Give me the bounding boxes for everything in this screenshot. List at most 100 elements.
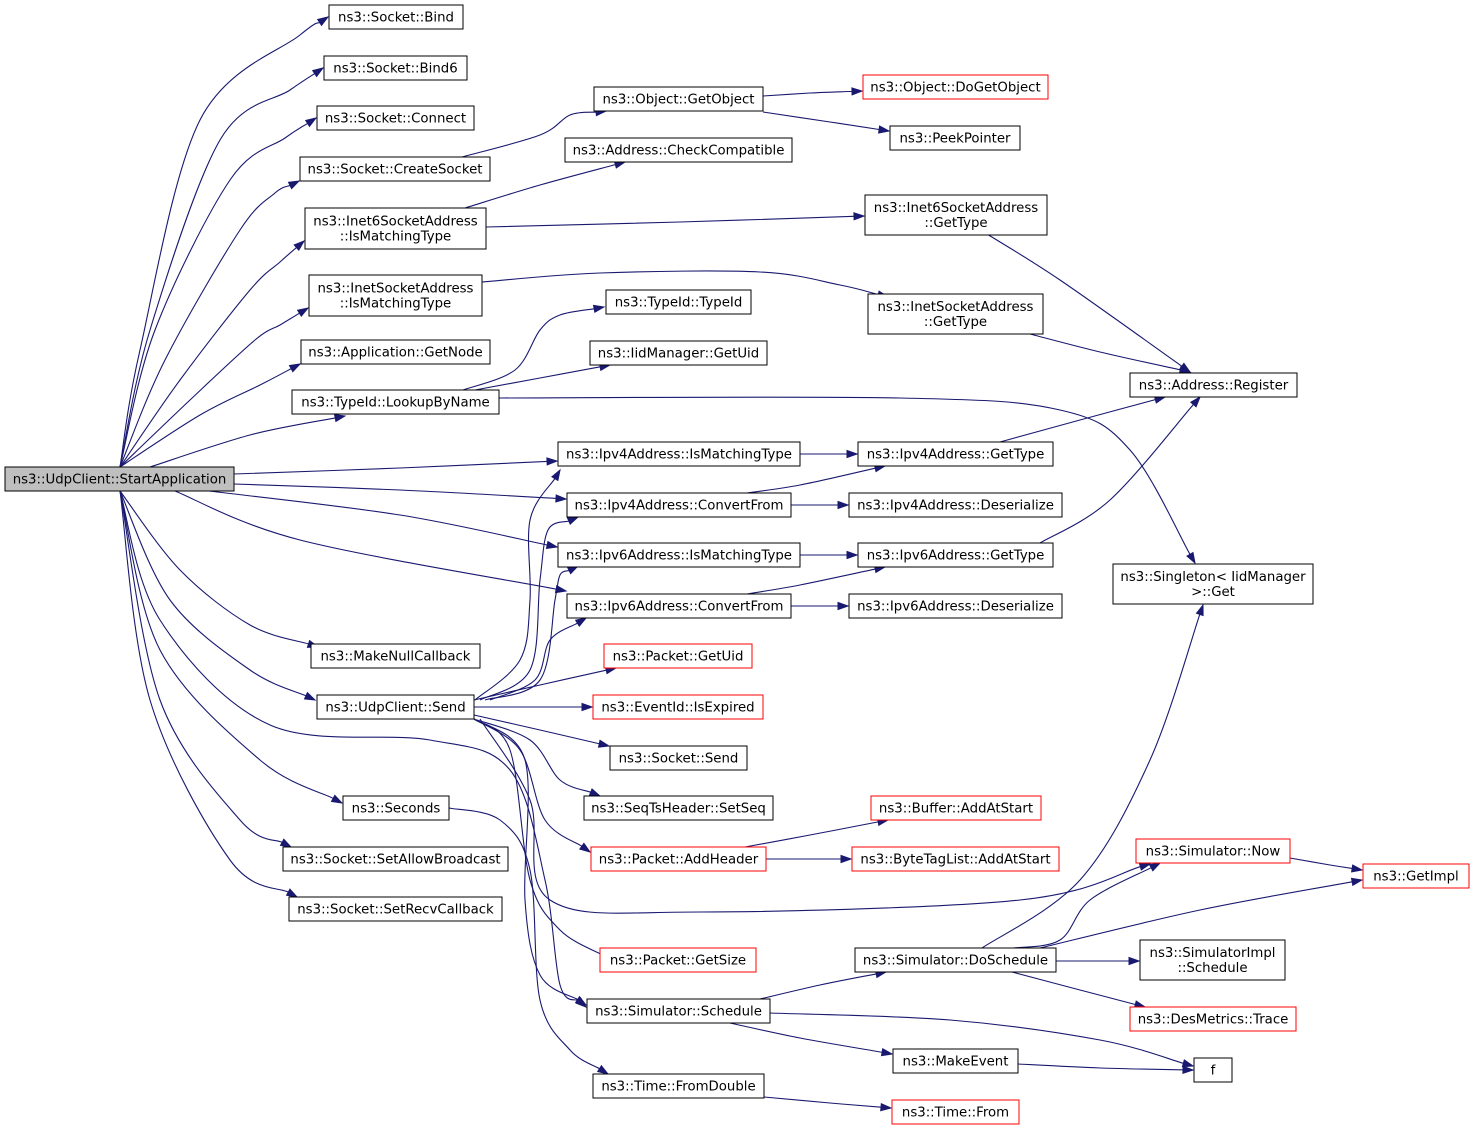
call-edge-simschedule-to-f — [769, 1012, 1195, 1068]
function-node-doschedule[interactable]: ns3::Simulator::DoSchedule — [854, 947, 1057, 973]
node-box — [1139, 939, 1286, 981]
call-edge-udpsend-to-simnow — [479, 718, 1152, 914]
function-node-bind[interactable]: ns3::Socket::Bind — [328, 4, 464, 30]
function-node-btladdatstart[interactable]: ns3::ByteTagList::AddAtStart — [851, 846, 1060, 872]
call-edge-getobject-to-peekpointer — [762, 111, 891, 134]
function-node-setallow[interactable]: ns3::Socket::SetAllowBroadcast — [282, 846, 509, 872]
function-node-peekpointer[interactable]: ns3::PeekPointer — [889, 125, 1021, 151]
call-edge-doschedule-to-singleton — [981, 603, 1204, 949]
call-edge-v6convert-to-v6deser — [791, 601, 850, 611]
function-node-simnow[interactable]: ns3::Simulator::Now — [1135, 838, 1291, 864]
call-edge-udpsend-to-simschedule — [473, 718, 588, 1006]
arrowhead-icon — [1350, 864, 1364, 873]
node-box — [328, 4, 464, 30]
function-node-timefrom[interactable]: ns3::Time::From — [891, 1099, 1020, 1125]
arrowhead-icon — [311, 67, 325, 78]
arrowhead-icon — [1138, 862, 1152, 871]
call-edge-udpsend-to-v4ismatch — [474, 468, 561, 701]
arrowhead-icon — [837, 500, 850, 510]
call-edge-start-to-simschedule — [119, 490, 588, 1008]
function-node-lookup[interactable]: ns3::TypeId::LookupByName — [291, 389, 500, 415]
arrowhead-icon — [851, 87, 864, 96]
function-node-igettype[interactable]: ns3::InetSocketAddress::GetType — [867, 293, 1044, 335]
call-edge-v6ismatch-to-v6gettype — [800, 550, 859, 560]
arrowhead-icon — [574, 617, 588, 628]
function-node-isexpired[interactable]: ns3::EventId::IsExpired — [592, 694, 764, 720]
function-node-v4gettype[interactable]: ns3::Ipv4Address::GetType — [857, 441, 1054, 467]
function-node-register[interactable]: ns3::Address::Register — [1129, 372, 1298, 398]
function-node-setseq[interactable]: ns3::SeqTsHeader::SetSeq — [583, 795, 774, 821]
function-node-simschedule[interactable]: ns3::Simulator::Schedule — [586, 998, 771, 1024]
function-node-setrecv[interactable]: ns3::Socket::SetRecvCallback — [288, 896, 503, 922]
node-label: ns3::Ipv4Address::GetType — [867, 448, 1045, 463]
function-node-getnode[interactable]: ns3::Application::GetNode — [300, 339, 491, 365]
call-edge-start-to-v4ismatch — [233, 457, 559, 475]
node-box — [605, 289, 752, 315]
function-node-i6gettype[interactable]: ns3::Inet6SocketAddress::GetType — [864, 194, 1048, 236]
function-node-v6gettype[interactable]: ns3::Ipv6Address::GetType — [857, 542, 1054, 568]
arrowhead-icon — [574, 995, 588, 1006]
call-edge-addheader-to-btladdatstart — [766, 854, 853, 864]
function-node-v6convert[interactable]: ns3::Ipv6Address::ConvertFrom — [566, 593, 792, 619]
function-node-f[interactable]: f — [1193, 1057, 1233, 1083]
function-node-socksend[interactable]: ns3::Socket::Send — [609, 745, 748, 771]
function-node-iidgetuid[interactable]: ns3::IidManager::GetUid — [589, 340, 768, 366]
function-node-fromdouble[interactable]: ns3::Time::FromDouble — [592, 1073, 765, 1099]
edge-line — [762, 90, 853, 97]
call-edge-start-to-bind6 — [119, 67, 325, 468]
edge-line — [744, 821, 879, 848]
function-node-udpsend[interactable]: ns3::UdpClient::Send — [316, 694, 475, 720]
call-edge-udpsend-to-isexpired — [474, 702, 594, 712]
edge-line — [149, 417, 336, 468]
edge-line — [729, 1022, 883, 1053]
function-node-checkcompat[interactable]: ns3::Address::CheckCompatible — [564, 137, 793, 163]
edge-line — [119, 490, 309, 645]
node-label: ns3::Socket::SetAllowBroadcast — [290, 853, 500, 868]
call-edge-lookup-to-iidgetuid — [474, 362, 612, 391]
function-node-implschedule[interactable]: ns3::SimulatorImpl::Schedule — [1139, 939, 1286, 981]
function-node-getimpl[interactable]: ns3::GetImpl — [1362, 863, 1470, 889]
function-node-getsize[interactable]: ns3::Packet::GetSize — [599, 947, 757, 973]
function-node-bind6[interactable]: ns3::Socket::Bind6 — [323, 55, 468, 81]
function-node-makeevent[interactable]: ns3::MakeEvent — [892, 1048, 1019, 1074]
node-label: ns3::IidManager::GetUid — [598, 347, 759, 362]
function-node-dogetobject[interactable]: ns3::Object::DoGetObject — [862, 74, 1049, 100]
arrowhead-icon — [296, 307, 310, 318]
edge-line — [473, 669, 607, 701]
edge-line — [448, 807, 600, 1070]
function-node-v6deser[interactable]: ns3::Ipv6Address::Deserialize — [848, 593, 1063, 619]
edge-line — [763, 1096, 882, 1108]
function-node-addheader[interactable]: ns3::Packet::AddHeader — [590, 846, 767, 872]
call-edge-simschedule-to-makeevent — [729, 1022, 894, 1057]
function-node-i6ismatch[interactable]: ns3::Inet6SocketAddress::IsMatchingType — [304, 207, 487, 250]
function-node-v4ismatch[interactable]: ns3::Ipv4Address::IsMatchingType — [557, 441, 801, 467]
edge-line — [473, 718, 591, 793]
function-node-addatstart[interactable]: ns3::Buffer::AddAtStart — [870, 795, 1042, 821]
function-node-typeid[interactable]: ns3::TypeId::TypeId — [605, 289, 752, 315]
call-edge-start-to-setrecv — [119, 490, 299, 898]
edge-line — [981, 614, 1201, 949]
edge-line — [498, 396, 1191, 555]
node-box — [583, 795, 774, 821]
node-box — [308, 274, 483, 317]
function-node-v4deser[interactable]: ns3::Ipv4Address::Deserialize — [848, 492, 1063, 518]
call-edge-getobject-to-dogetobject — [762, 87, 864, 97]
function-node-start[interactable]: ns3::UdpClient::StartApplication — [4, 466, 235, 492]
function-node-seconds[interactable]: ns3::Seconds — [342, 795, 450, 821]
function-node-getobject[interactable]: ns3::Object::GetObject — [593, 86, 764, 112]
node-label: ns3::PeekPointer — [899, 132, 1011, 147]
function-node-singleton[interactable]: ns3::Singleton< IidManager >::Get — [1112, 563, 1314, 605]
arrowhead-icon — [279, 838, 293, 848]
function-node-destrace[interactable]: ns3::DesMetrics::Trace — [1129, 1006, 1297, 1032]
arrowhead-icon — [288, 363, 302, 373]
function-node-connect[interactable]: ns3::Socket::Connect — [316, 105, 475, 131]
node-box — [854, 947, 1057, 973]
function-node-v6ismatch[interactable]: ns3::Ipv6Address::IsMatchingType — [557, 542, 801, 568]
function-node-v4convert[interactable]: ns3::Ipv4Address::ConvertFrom — [566, 492, 792, 518]
function-node-pktgetuid[interactable]: ns3::Packet::GetUid — [603, 643, 753, 669]
edge-line — [174, 490, 557, 590]
function-node-iismatch[interactable]: ns3::InetSocketAddress::IsMatchingType — [308, 274, 483, 317]
function-node-createsocket[interactable]: ns3::Socket::CreateSocket — [299, 156, 491, 182]
function-node-makenull[interactable]: ns3::MakeNullCallback — [310, 643, 481, 669]
